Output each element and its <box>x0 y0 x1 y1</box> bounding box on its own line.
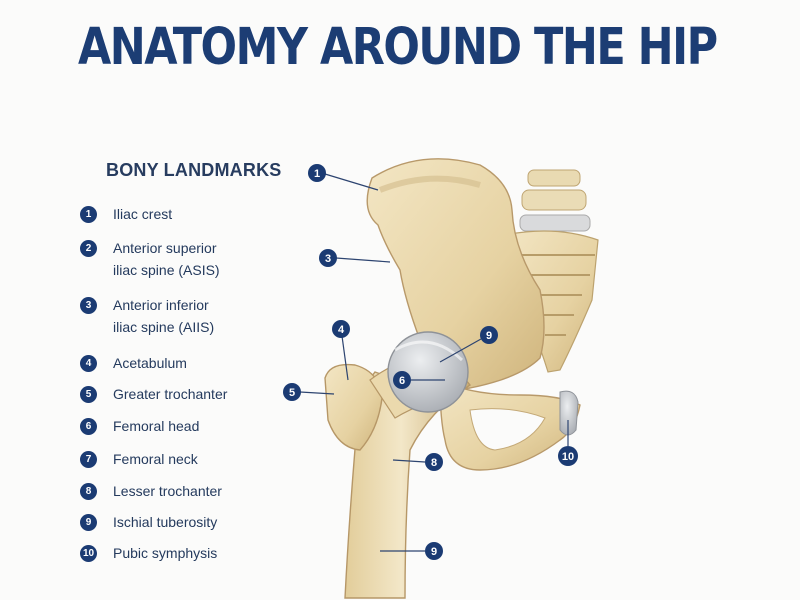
svg-text:6: 6 <box>399 375 405 387</box>
callout-8: 8 <box>425 453 443 471</box>
callout-9-lower: 9 <box>425 542 443 560</box>
svg-text:10: 10 <box>562 451 574 463</box>
legend-label: Greater trochanter <box>113 386 228 402</box>
legend-number-badge: 9 <box>80 514 97 531</box>
svg-text:4: 4 <box>338 324 345 336</box>
legend-number-badge: 5 <box>80 386 97 403</box>
legend-label: Femoral neck <box>113 451 198 467</box>
legend-number-badge: 1 <box>80 206 97 223</box>
legend-heading: BONY LANDMARKS <box>106 160 282 180</box>
svg-text:9: 9 <box>431 546 437 558</box>
legend-number-badge: 4 <box>80 355 97 372</box>
callout-3: 3 <box>319 249 337 267</box>
legend-number-badge: 6 <box>80 418 97 435</box>
legend-number-badge: 10 <box>80 545 97 562</box>
svg-text:8: 8 <box>431 457 437 469</box>
legend-item: 1 Iliac crest <box>80 206 172 225</box>
legend-number-badge: 8 <box>80 483 97 500</box>
legend-label: Femoral head <box>113 418 200 434</box>
callout-4: 4 <box>332 320 350 338</box>
femur <box>324 331 472 599</box>
legend-item: 8 Lesser trochanter <box>80 483 222 502</box>
legend-item: 9 Ischial tuberosity <box>80 514 217 533</box>
legend-item: 4 Acetabulum <box>80 355 187 374</box>
legend-item: 6 Femoral head <box>80 418 199 437</box>
callout-1: 1 <box>308 164 326 182</box>
callout-5: 5 <box>283 383 301 401</box>
svg-text:1: 1 <box>314 168 320 180</box>
page-title: ANATOMY AROUND THE HIP <box>78 18 718 77</box>
legend-item: 10 Pubic symphysis <box>80 545 217 564</box>
callout-10: 10 <box>558 446 578 466</box>
legend-label: Pubic symphysis <box>113 545 218 561</box>
svg-text:9: 9 <box>486 330 492 342</box>
pelvis <box>366 158 581 471</box>
legend-label: Lesser trochanter <box>113 483 222 499</box>
callout-6: 6 <box>393 371 411 389</box>
svg-text:3: 3 <box>325 253 331 265</box>
svg-text:5: 5 <box>289 387 295 399</box>
legend-number-badge: 3 <box>80 297 97 314</box>
callout-9-upper: 9 <box>480 326 498 344</box>
legend-label: Ischial tuberosity <box>113 514 218 530</box>
legend-label: Iliac crest <box>113 206 173 222</box>
sacrum <box>504 169 599 373</box>
legend-number-badge: 7 <box>80 451 97 468</box>
legend-number-badge: 2 <box>80 240 97 257</box>
legend-item: 7 Femoral neck <box>80 451 198 470</box>
legend-item: 5 Greater trochanter <box>80 386 227 405</box>
leader-lines <box>299 173 569 552</box>
legend-label: Acetabulum <box>113 355 187 371</box>
